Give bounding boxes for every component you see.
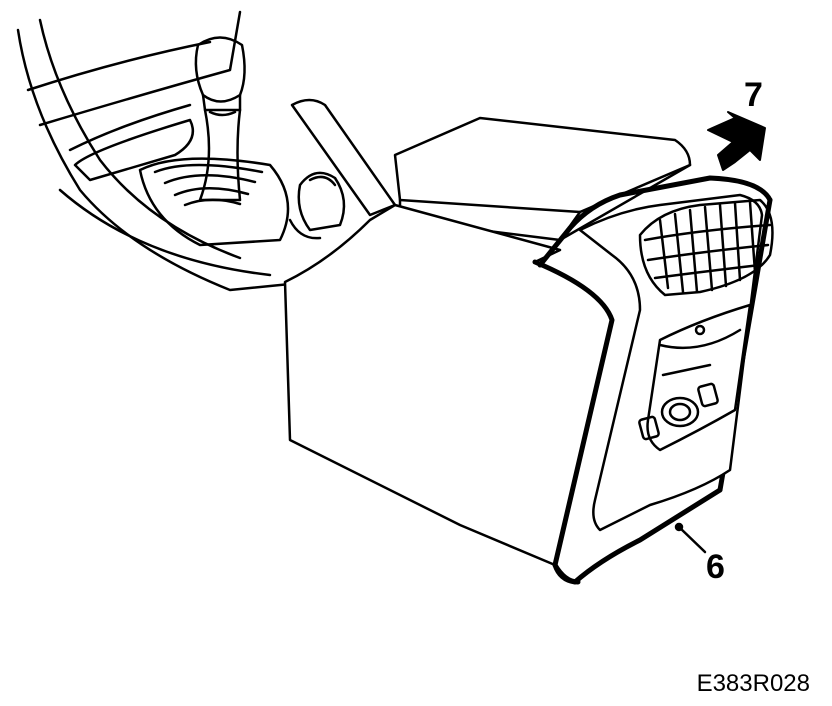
handbrake-lever	[288, 98, 397, 240]
armrest-lid	[393, 116, 692, 242]
figure-code: E383R028	[696, 670, 810, 697]
air-vent-icon	[638, 198, 774, 297]
dashboard-trim	[16, 10, 332, 292]
control-cluster	[638, 303, 752, 452]
gear-shift	[138, 36, 290, 247]
callout-label-7: 7	[744, 76, 763, 114]
callout-7-arrow	[707, 111, 766, 171]
rear-panel	[578, 193, 774, 532]
callout-6-leader	[674, 522, 707, 554]
callout-label-6: 6	[706, 548, 725, 586]
